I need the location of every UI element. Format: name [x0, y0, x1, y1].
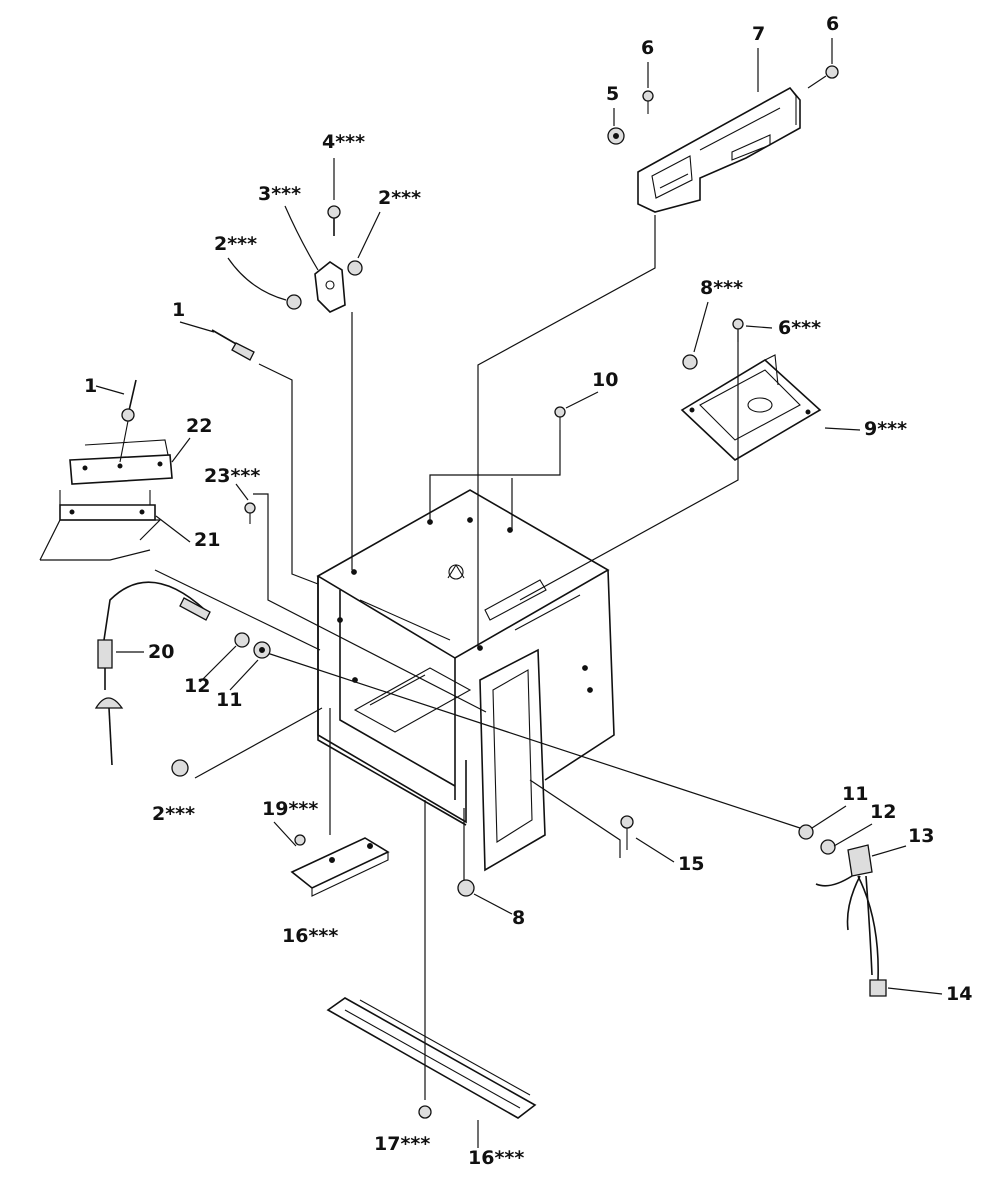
callout-15: 15	[678, 853, 704, 875]
part-16-rail	[326, 997, 537, 1119]
callout-7: 7	[752, 23, 765, 45]
callout-16: 16***	[468, 1147, 524, 1169]
callout-2-top-right: 2***	[378, 187, 421, 209]
screw-6-right-icon	[807, 65, 839, 89]
callout-6-lower: 6***	[778, 317, 821, 339]
callout-6-right: 6	[826, 13, 839, 35]
callout-2-bottom: 2***	[152, 803, 195, 825]
nut-8-bottom-icon	[457, 879, 475, 897]
callout-22: 22	[186, 415, 212, 437]
callout-21: 21	[194, 529, 220, 551]
nut-2-left-icon	[286, 294, 302, 310]
callout-12-left: 12	[184, 675, 210, 697]
callout-arrows	[95, 38, 943, 1148]
callout-8-bottom: 8	[512, 907, 525, 929]
callout-20: 20	[148, 641, 174, 663]
callout-6-top: 6	[641, 37, 654, 59]
part-18-bracket	[290, 837, 390, 897]
callout-9: 9***	[864, 418, 907, 440]
callout-14: 14	[946, 983, 972, 1005]
part-13-switch	[815, 844, 887, 997]
washer-11-right-icon	[798, 824, 814, 840]
nut-12-right-icon	[820, 839, 836, 855]
callout-17: 17***	[374, 1133, 430, 1155]
screw-10-icon	[554, 406, 566, 430]
nut-2-right-icon	[347, 260, 363, 276]
callout-13: 13	[908, 825, 934, 847]
screw-19-icon	[294, 834, 306, 846]
part-20-probe	[94, 581, 211, 766]
callout-2-top-left: 2***	[214, 233, 257, 255]
screw-23-icon	[244, 502, 256, 524]
part-22-plate	[69, 439, 173, 485]
part-7-bracket	[637, 86, 801, 213]
callout-8-top: 8***	[700, 277, 743, 299]
washer-11-left-icon	[253, 641, 271, 659]
callout-1-left: 1	[84, 375, 97, 397]
callout-labels: 4*** 3*** 2*** 2*** 5 6 7 6 8*** 6*** 9*…	[84, 13, 972, 1169]
small-parts	[59, 65, 887, 1119]
callout-12-right: 12	[870, 801, 896, 823]
callout-1-upper: 1	[172, 299, 185, 321]
screw-15-icon	[620, 815, 634, 850]
chassis-frame	[316, 489, 615, 872]
screw-17-icon	[418, 1105, 432, 1119]
callout-10: 10	[592, 369, 618, 391]
nut-2-bottom-icon	[171, 759, 189, 777]
callout-19: 19***	[262, 798, 318, 820]
callout-5: 5	[606, 83, 619, 105]
screw-6-lower-icon	[732, 318, 744, 342]
pin-1-upper-icon	[211, 329, 255, 361]
callout-3: 3***	[258, 183, 301, 205]
pin-1-left-icon	[119, 379, 137, 463]
screw-6-top-icon	[642, 90, 654, 114]
callout-4: 4***	[322, 131, 365, 153]
callout-18: 16***	[282, 925, 338, 947]
callout-11-right: 11	[842, 783, 868, 805]
callout-23: 23***	[204, 465, 260, 487]
part-21-bracket	[59, 490, 156, 521]
nut-5-icon	[607, 127, 625, 145]
part-9-plate	[680, 354, 822, 461]
screw-4-icon	[327, 205, 341, 236]
nut-8-top-icon	[682, 354, 698, 370]
nut-12-left-icon	[234, 632, 250, 648]
part-3-bracket	[314, 261, 346, 313]
callout-11-left: 11	[216, 689, 242, 711]
